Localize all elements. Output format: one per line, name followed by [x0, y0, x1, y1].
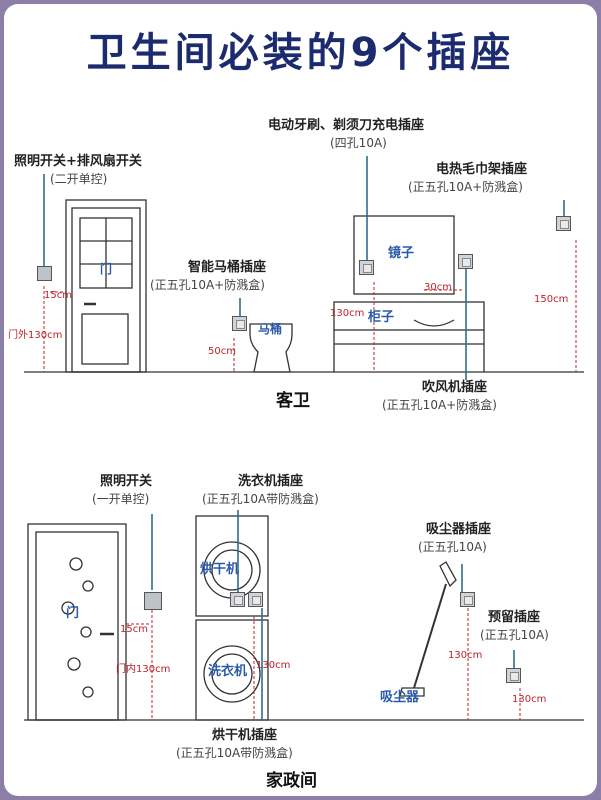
reserved-socket [506, 668, 521, 683]
diagram-card: 卫生间必装的9个插座 照明开关+排风扇开关 (二开单控) 15cm 门外130c… [4, 4, 597, 796]
hair-dryer-socket-spec: (正五孔10A+防溅盒) [382, 398, 497, 412]
towel-rack-socket [556, 216, 571, 231]
mirror-label: 镜子 [388, 246, 415, 261]
washer-socket-spec: (正五孔10A带防溅盒) [202, 492, 319, 506]
vacuum-socket-spec: (正五孔10A) [418, 540, 487, 554]
guest-switch-gap-dim: 15cm [44, 290, 72, 301]
washer-height-dim: 130cm [256, 660, 291, 671]
dryer-height-dim: 130cm [330, 308, 365, 319]
cabinet-label: 柜子 [368, 310, 395, 325]
dryer-machine-label: 烘干机 [200, 562, 240, 577]
guest-switch-height-dim: 门外130cm [8, 330, 63, 341]
toilet-outline [249, 323, 293, 373]
toilet-socket-label: 智能马桶插座 [188, 260, 267, 275]
towel-rack-socket-label: 电热毛巾架插座 [436, 162, 528, 177]
reserved-height-dim: 130cm [512, 694, 547, 705]
utility-switch-gap-dim: 15cm [120, 624, 148, 635]
dryer-gap-dim: 30cm [424, 282, 452, 293]
toilet-socket-height-dim: 50cm [208, 346, 236, 357]
utility-switch-spec: (一开单控) [92, 492, 150, 506]
toothbrush-socket-label: 电动牙刷、剃须刀充电插座 [268, 118, 425, 133]
mirror-outline [353, 215, 455, 295]
guest-switch-spec: (二开单控) [50, 172, 108, 186]
reserved-socket-label: 预留插座 [488, 610, 541, 625]
reserved-socket-spec: (正五孔10A) [480, 628, 549, 642]
dryer-socket-spec: (正五孔10A带防溅盒) [176, 746, 293, 760]
dryer-socket [248, 592, 263, 607]
utility-door-label: 门 [66, 606, 80, 621]
vacuum-height-dim: 130cm [448, 650, 483, 661]
toothbrush-socket [359, 260, 374, 275]
line-drawing [24, 156, 584, 721]
washer-socket [230, 592, 245, 607]
utility-switch-height-dim: 门内130cm [116, 664, 171, 675]
hair-dryer-socket-label: 吹风机插座 [422, 380, 488, 395]
toilet-label: 马桶 [258, 322, 283, 336]
vacuum-body [439, 561, 457, 588]
guest-bath-room-label: 客卫 [276, 391, 310, 411]
utility-light-switch [144, 592, 162, 610]
toilet-socket-spec: (正五孔10A+防溅盒) [150, 278, 265, 292]
guest-light-switch [37, 266, 52, 281]
vacuum-socket-label: 吸尘器插座 [426, 522, 492, 537]
dryer-machine [195, 515, 269, 617]
washer-machine-label: 洗衣机 [208, 664, 248, 679]
guest-door-label: 门 [100, 262, 113, 276]
toothbrush-socket-spec: (四孔10A) [330, 136, 387, 150]
utility-switch-label: 照明开关 [100, 474, 153, 489]
hair-dryer-socket [458, 254, 473, 269]
towel-rack-height-dim: 150cm [534, 294, 569, 305]
guest-switch-label: 照明开关+排风扇开关 [14, 154, 142, 169]
door-frame-utility [27, 523, 127, 721]
washer-socket-label: 洗衣机插座 [238, 474, 304, 489]
dimension-lines [43, 240, 577, 720]
dryer-socket-label: 烘干机插座 [212, 728, 278, 743]
washer-machine [195, 619, 269, 721]
utility-room-label: 家政间 [266, 771, 317, 791]
leader-lines [43, 156, 565, 720]
vacuum-socket [460, 592, 475, 607]
toilet-socket [232, 316, 247, 331]
vacuum-label: 吸尘器 [380, 690, 420, 705]
page-title: 卫生间必装的9个插座 [86, 30, 515, 76]
towel-rack-socket-spec: (正五孔10A+防溅盒) [408, 180, 523, 194]
vanity-top [333, 301, 485, 331]
